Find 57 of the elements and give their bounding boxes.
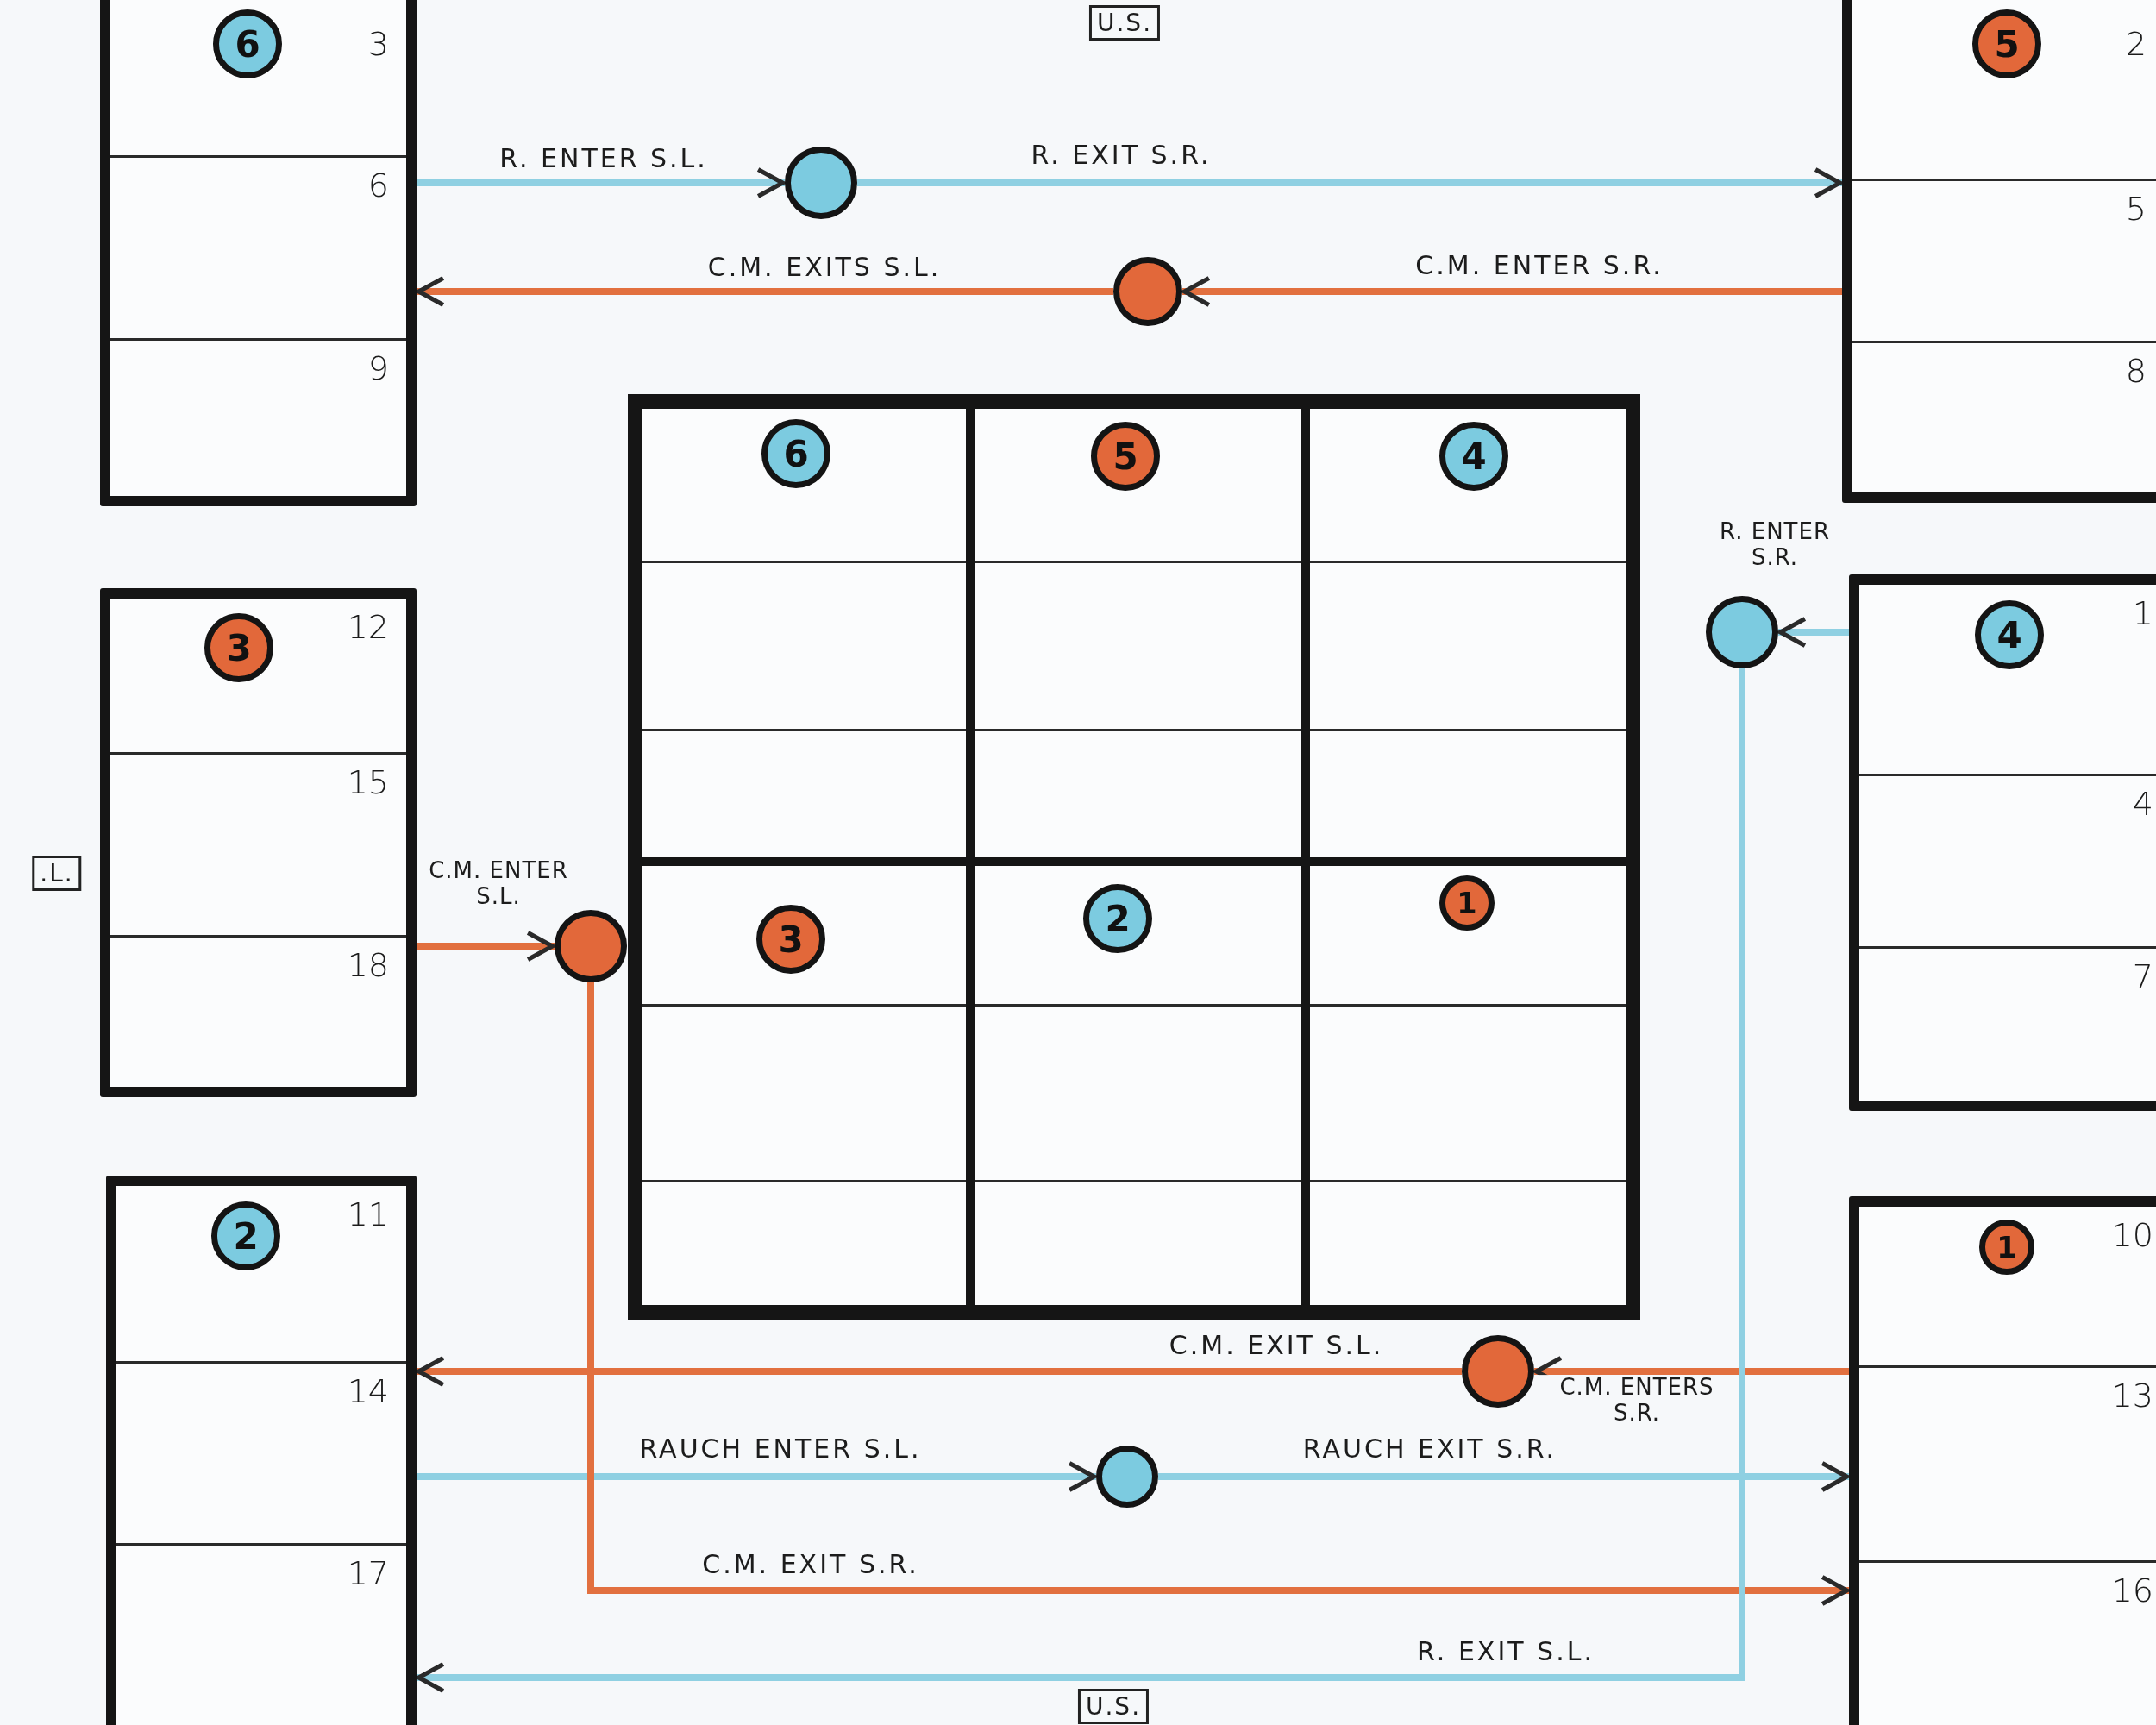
- stage-grid: [628, 394, 1640, 1320]
- row-number: 11: [347, 1198, 389, 1231]
- arrow: [417, 931, 555, 962]
- arrow: [857, 167, 1842, 198]
- numbered-circle: 1: [1439, 875, 1495, 931]
- stage-cell: [638, 405, 970, 862]
- stage-cell: [638, 862, 970, 1309]
- numbered-circle: 2: [1083, 884, 1152, 953]
- numbered-circle: 5: [1091, 422, 1160, 491]
- numbered-circle: 4: [1975, 600, 2044, 669]
- arrow: [417, 1461, 1096, 1492]
- arrow: [1182, 276, 1842, 307]
- wing-box: [106, 1176, 417, 1725]
- row-number: 8: [2125, 354, 2147, 387]
- row-number: 4: [2132, 787, 2153, 820]
- stage-direction-label: .L.: [32, 856, 82, 891]
- row-number: 1: [2132, 597, 2153, 630]
- numbered-circle: 2: [211, 1201, 280, 1270]
- row-number: 17: [347, 1557, 389, 1590]
- numbered-circle: 4: [1439, 422, 1508, 491]
- row-number: 10: [2111, 1219, 2153, 1251]
- arrow: [417, 167, 785, 198]
- wing-box: [1849, 1196, 2156, 1725]
- numbered-circle: 3: [204, 613, 273, 682]
- row-number: 14: [347, 1375, 389, 1408]
- wing-box: [100, 588, 417, 1097]
- arrow: [587, 982, 1849, 1606]
- row-number: 15: [347, 766, 389, 799]
- row-number: 5: [2125, 192, 2147, 225]
- row-number: 12: [347, 611, 389, 643]
- wing-box: [100, 0, 417, 506]
- arrow: [417, 1356, 1462, 1387]
- numbered-circle: 3: [756, 905, 825, 974]
- row-number: 18: [347, 949, 389, 982]
- numbered-circle: 5: [1972, 9, 2041, 78]
- arrow: [1778, 617, 1849, 648]
- row-number: 2: [2125, 28, 2147, 60]
- row-number: 9: [367, 352, 389, 385]
- row-number: 13: [2111, 1379, 2153, 1412]
- wing-box: [1842, 0, 2156, 503]
- stage-cell: [1306, 862, 1630, 1309]
- row-number: 16: [2111, 1574, 2153, 1607]
- numbered-circle: 6: [213, 9, 282, 78]
- stage-direction-label: U.S.: [1077, 1689, 1150, 1724]
- wing-box: [1849, 574, 2156, 1111]
- numbered-circle: 1: [1979, 1220, 2034, 1275]
- arrow: [417, 668, 1745, 1693]
- stage-cell: [970, 405, 1306, 862]
- row-number: 6: [367, 169, 389, 202]
- stage-cell: [970, 862, 1306, 1309]
- numbered-circle: 6: [761, 419, 830, 488]
- row-number: 7: [2132, 960, 2153, 993]
- stage-direction-label: U.S.: [1088, 5, 1161, 41]
- arrow: [417, 276, 1113, 307]
- stage-cell: [1306, 405, 1630, 862]
- row-number: 3: [367, 28, 389, 60]
- arrow: [1158, 1461, 1849, 1492]
